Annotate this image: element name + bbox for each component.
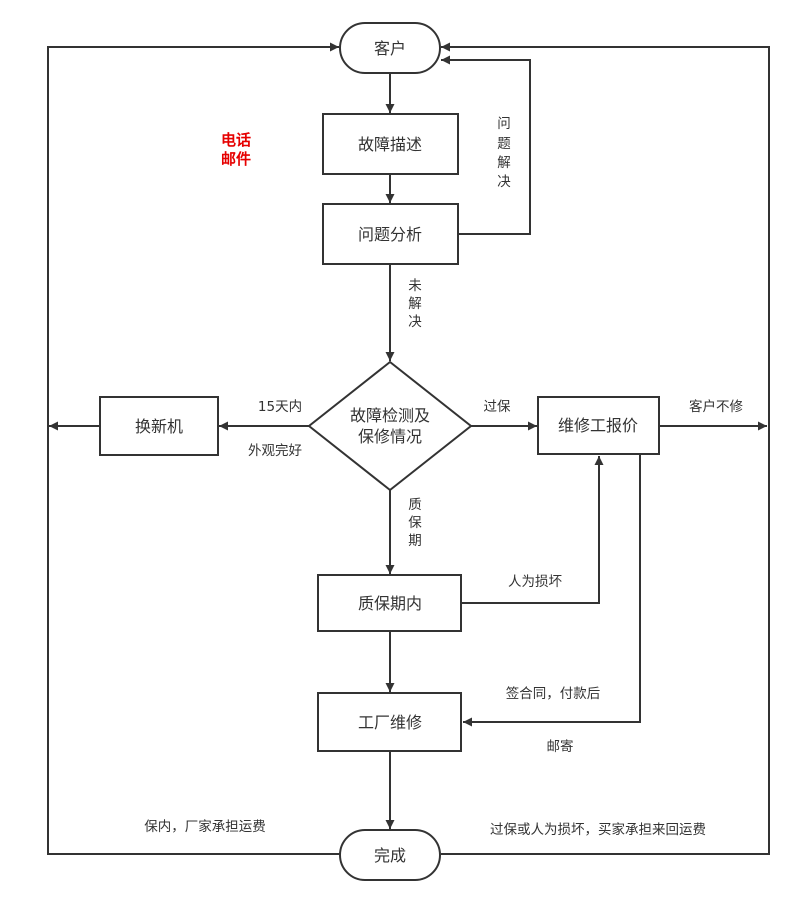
node-factory-repair: 工厂维修	[317, 692, 462, 752]
node-customer-label: 客户	[374, 39, 406, 58]
node-inspection-label-line1: 故障检测及	[350, 406, 430, 425]
node-inspection-decision: 故障检测及 保修情况	[307, 360, 473, 492]
node-in-warranty: 质保期内	[317, 574, 462, 632]
note-phone: 电话	[221, 131, 251, 149]
note-email: 邮件	[221, 150, 251, 168]
node-done-label: 完成	[374, 846, 406, 865]
label-human-damage: 人为损坏	[508, 574, 562, 590]
node-fault-description: 故障描述	[322, 113, 459, 175]
node-customer: 客户	[339, 22, 441, 74]
edge-warranty-to-quote	[462, 456, 604, 604]
edge-done-left-loop	[47, 42, 340, 855]
label-mail: 邮寄	[547, 738, 574, 755]
label-unsolved-1: 未	[408, 278, 422, 294]
label-customer-declines: 客户不修	[689, 398, 743, 415]
label-unsolved-3: 决	[408, 314, 422, 330]
label-problem-solved-1: 问	[497, 116, 511, 132]
node-problem-analysis: 问题分析	[322, 203, 459, 265]
label-warranty-period-2: 保	[408, 515, 422, 531]
node-replace-new-label: 换新机	[135, 417, 183, 436]
label-in-warranty-shipping: 保内，厂家承担运费	[144, 818, 266, 835]
node-factory-repair-label: 工厂维修	[358, 713, 422, 732]
edge-done-right-loop	[441, 42, 770, 855]
node-repair-quote-label: 维修工报价	[558, 416, 638, 435]
label-good-appearance: 外观完好	[248, 443, 302, 459]
node-replace-new: 换新机	[99, 396, 219, 456]
node-in-warranty-label: 质保期内	[358, 594, 422, 613]
label-problem-solved-2: 题	[497, 136, 511, 152]
label-warranty-period-3: 期	[408, 533, 422, 549]
node-repair-quote: 维修工报价	[537, 396, 660, 455]
label-problem-solved-3: 解	[497, 155, 511, 171]
label-problem-solved-4: 决	[497, 174, 511, 190]
node-fault-description-label: 故障描述	[358, 135, 422, 154]
node-problem-analysis-label: 问题分析	[358, 225, 422, 244]
label-out-warranty-shipping: 过保或人为损坏，买家承担来回运费	[490, 821, 706, 838]
node-inspection-label-line2: 保修情况	[358, 427, 422, 446]
edge-quote-to-factory	[463, 455, 641, 727]
label-unsolved-2: 解	[408, 296, 422, 312]
label-within-15-days: 15天内	[258, 399, 302, 415]
label-warranty-period-1: 质	[408, 497, 422, 513]
node-done: 完成	[339, 829, 441, 881]
edge-analysis-to-customer	[441, 55, 531, 235]
label-sign-contract: 签合同，付款后	[506, 685, 601, 702]
label-out-of-warranty: 过保	[484, 399, 511, 415]
